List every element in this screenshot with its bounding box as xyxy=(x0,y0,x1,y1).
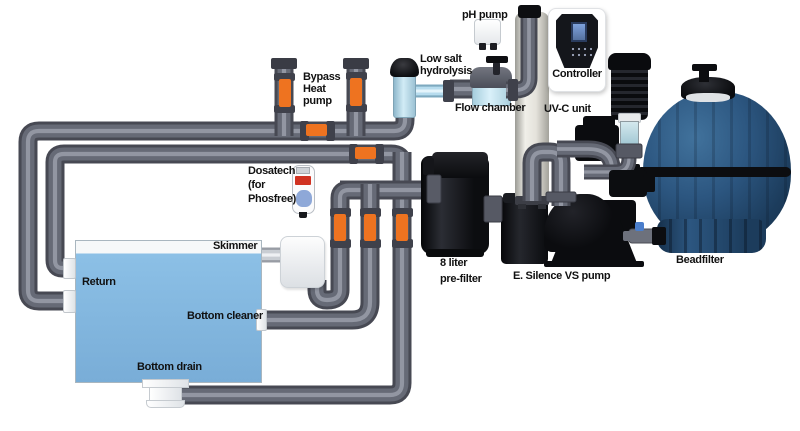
valve-nut xyxy=(360,208,381,217)
hydrolysis-cell xyxy=(393,73,416,118)
valve-nut xyxy=(392,208,413,217)
valve-nut xyxy=(392,239,413,248)
valve-nut xyxy=(346,104,367,112)
label-bottom-drain: Bottom drain xyxy=(137,361,202,373)
beadfilter-clamp-bolt xyxy=(630,164,640,179)
valve-nut xyxy=(360,239,381,248)
valve-orange xyxy=(364,214,376,241)
valve-nut xyxy=(346,72,367,80)
coupling-nut xyxy=(443,80,454,102)
valve-nut xyxy=(330,208,351,217)
label-bypass-heat-pump: Bypass Heat pump xyxy=(303,71,341,107)
skimmer-box xyxy=(280,236,325,288)
beadfilter-clamp-band xyxy=(636,167,791,177)
label-controller: Controller xyxy=(552,68,602,80)
bottom-drain-flare xyxy=(146,400,185,408)
ph-pump-nozzle xyxy=(490,43,497,50)
valve-nut xyxy=(375,144,384,164)
controller-buttons xyxy=(570,46,592,57)
air-release-canister-top xyxy=(608,53,651,70)
pump-base-bar xyxy=(544,261,644,267)
multiport-valve-body xyxy=(575,125,619,161)
label-pre-filter: 8 liter pre-filter xyxy=(440,257,482,285)
label-skimmer: Skimmer xyxy=(213,240,258,252)
uv-c-foot xyxy=(538,204,546,209)
drain-valve-handle xyxy=(635,222,644,231)
pool-upper-port xyxy=(63,258,76,279)
pipe-canister-branch xyxy=(584,150,637,180)
label-ph-pump: pH pump xyxy=(462,9,508,21)
bypass-cap xyxy=(271,58,297,69)
uv-c-foot xyxy=(518,204,526,209)
valve-nut xyxy=(326,121,335,141)
beadfilter-handle xyxy=(692,64,717,71)
dosatech-pump-head xyxy=(296,190,312,207)
dosatech-display xyxy=(296,167,310,174)
multiport-valve-arm xyxy=(583,116,615,128)
label-beadfilter: Beadfilter xyxy=(676,254,724,266)
pipe-pump-to-beadfilter xyxy=(557,140,621,178)
dosatech-indicator xyxy=(295,176,311,185)
flow-chamber-cap xyxy=(470,67,512,88)
valve-orange xyxy=(350,78,362,106)
valve-orange xyxy=(279,79,291,107)
valve-nut xyxy=(300,121,309,141)
hydrolysis-cap xyxy=(390,58,419,77)
label-low-salt-hydrolysis: Low salt hydrolysis xyxy=(420,53,473,77)
controller-screen xyxy=(571,22,587,42)
air-release-canister xyxy=(611,66,648,120)
flow-chamber-valve-handle xyxy=(486,56,508,63)
pre-filter-base xyxy=(426,249,484,257)
valve-nut xyxy=(330,239,351,248)
beadfilter-pedestal xyxy=(657,219,766,253)
label-bottom-cleaner: Bottom cleaner xyxy=(187,310,263,322)
label-pump: E. Silence VS pump xyxy=(513,270,611,282)
valve-nut xyxy=(274,105,295,113)
label-return: Return xyxy=(82,276,116,288)
pre-filter-lid xyxy=(432,152,488,178)
valve-nut xyxy=(349,144,358,164)
label-flow-chamber: Flow chamber xyxy=(455,102,526,114)
label-uvc-unit: UV-C unit xyxy=(544,103,591,115)
valve-nut xyxy=(274,73,295,81)
dosatech-outlet xyxy=(299,212,307,218)
valve-orange xyxy=(355,147,376,159)
valve-orange xyxy=(396,214,408,241)
beadfilter-pedestal-ribs xyxy=(657,219,766,253)
ph-pump-device xyxy=(474,19,501,45)
bypass-cap xyxy=(343,58,369,69)
ph-pump-nozzle xyxy=(479,43,486,50)
pre-filter-knob xyxy=(423,158,434,175)
pump-volute xyxy=(544,194,616,252)
valve-orange xyxy=(306,124,327,136)
sight-glass xyxy=(620,121,639,147)
label-dosatech: Dosatech (for Phosfree) xyxy=(248,165,297,205)
beadfilter-handle-stem xyxy=(699,69,709,82)
pool-return-port xyxy=(63,290,76,313)
valve-orange xyxy=(334,214,346,241)
beadfilter-lid-ring xyxy=(686,93,730,102)
